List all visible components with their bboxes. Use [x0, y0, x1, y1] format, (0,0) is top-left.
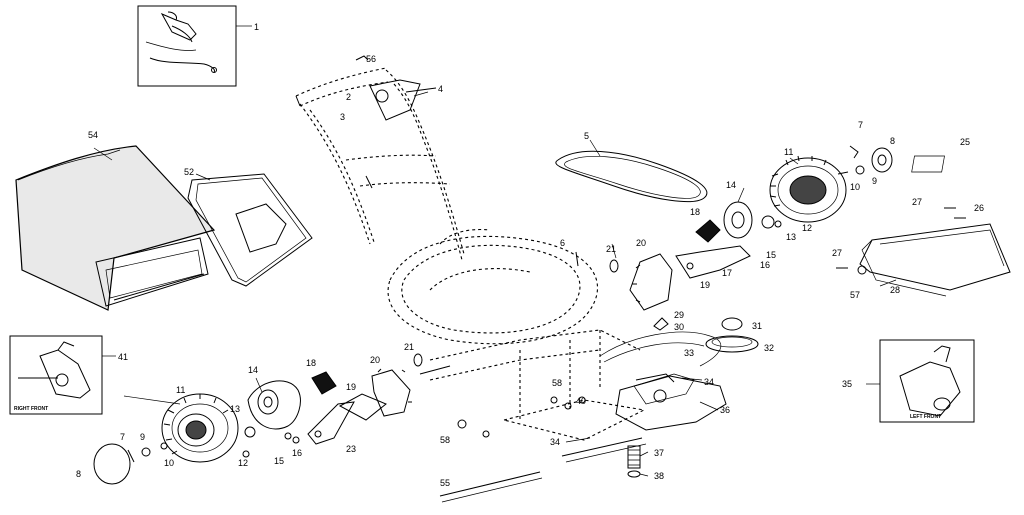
callout-38: 38	[654, 471, 664, 481]
callout-34-lower: 34	[550, 437, 560, 447]
callout-12-right: 12	[802, 223, 812, 233]
callout-21-right: 21	[606, 244, 616, 254]
callout-4: 4	[438, 84, 443, 94]
callout-14-left: 14	[248, 365, 258, 375]
callout-19-right: 19	[700, 280, 710, 290]
left-gear-cover	[242, 380, 301, 458]
callout-57: 57	[850, 290, 860, 300]
callout-27-upper: 27	[912, 197, 922, 207]
callout-18-right: 18	[690, 207, 700, 217]
callout-31: 31	[752, 321, 762, 331]
callout-36: 36	[720, 405, 730, 415]
spring-assembly	[627, 445, 641, 478]
callout-20-left: 20	[370, 355, 380, 365]
callout-17: 17	[722, 268, 732, 278]
callout-15-left: 15	[274, 456, 284, 466]
left-wheel	[161, 393, 239, 463]
callout-23: 23	[346, 444, 356, 454]
grass-bag	[15, 145, 216, 311]
right-hubcap	[837, 145, 893, 175]
callout-8-left: 8	[76, 469, 81, 479]
callout-9-left: 9	[140, 432, 145, 442]
drive-belt	[555, 150, 708, 203]
callout-20-right: 20	[636, 238, 646, 248]
front-rod	[439, 471, 543, 503]
callout-1: 1	[254, 22, 259, 32]
callout-58-upper: 58	[552, 378, 562, 388]
callout-16-left: 16	[292, 448, 302, 458]
inset-left-front: LEFT FRONT	[866, 339, 975, 423]
callout-58-lower: 58	[440, 435, 450, 445]
callout-56: 56	[366, 54, 376, 64]
callout-8-right: 8	[890, 136, 895, 146]
callout-32: 32	[764, 343, 774, 353]
callout-29: 29	[674, 310, 684, 320]
callout-13-right: 13	[786, 232, 796, 242]
callout-21-left: 21	[404, 342, 414, 352]
inset-caption-left-front: LEFT FRONT	[910, 414, 941, 420]
callout-28: 28	[890, 285, 900, 295]
callout-3: 3	[340, 112, 345, 122]
callout-33: 33	[684, 348, 694, 358]
callout-25: 25	[960, 137, 970, 147]
callout-7-left: 7	[120, 432, 125, 442]
right-wheel	[769, 155, 847, 223]
callout-34-upper: 34	[704, 377, 714, 387]
leader-lines	[93, 91, 897, 477]
callout-7-right: 7	[858, 120, 863, 130]
callout-14-right: 14	[726, 180, 736, 190]
bag-frame	[187, 173, 313, 287]
callout-41: 41	[118, 352, 128, 362]
callout-15-right: 15	[766, 250, 776, 260]
rear-baffle	[836, 155, 1011, 297]
axle-frame	[419, 329, 646, 441]
callout-18-left: 18	[306, 358, 316, 368]
callout-9-right: 9	[872, 176, 877, 186]
left-hubcap	[93, 442, 168, 485]
drive-assembly-left	[284, 368, 412, 445]
callout-37: 37	[654, 448, 664, 458]
callout-16-right: 16	[760, 260, 770, 270]
height-knob	[705, 317, 759, 353]
callout-13-left: 13	[230, 404, 240, 414]
hardware-small	[413, 251, 669, 438]
callout-11-right: 11	[784, 147, 793, 157]
callout-35: 35	[842, 379, 852, 389]
control-cable	[599, 331, 722, 367]
inset-cable-lever	[137, 5, 252, 87]
callout-54: 54	[88, 130, 98, 140]
callout-30: 30	[674, 322, 684, 332]
callout-12-left: 12	[238, 458, 248, 468]
right-gear-hub	[723, 201, 782, 239]
callout-26: 26	[974, 203, 984, 213]
drive-pad-right	[695, 219, 721, 243]
drive-bracket-right	[629, 245, 751, 311]
inset-right-front: RIGHT FRONT	[9, 335, 116, 415]
inset-caption-right-front: RIGHT FRONT	[14, 406, 48, 412]
transmission	[561, 373, 727, 463]
callout-27-lower: 27	[832, 248, 842, 258]
callout-19-left: 19	[346, 382, 356, 392]
mower-deck	[387, 228, 599, 345]
handle-assembly	[295, 55, 465, 261]
callout-10-left: 10	[164, 458, 174, 468]
callout-40: 40	[576, 396, 586, 406]
callout-labels: 1 2 3 4 5 6 7 7 8 8 9 9 10 10 11 11 12 1…	[76, 22, 984, 488]
callout-55: 55	[440, 478, 450, 488]
callout-11-left: 11	[176, 385, 185, 395]
callout-10-right: 10	[850, 182, 860, 192]
callout-5: 5	[584, 131, 589, 141]
callout-2: 2	[346, 92, 351, 102]
callout-6: 6	[560, 238, 565, 248]
callout-52: 52	[184, 167, 194, 177]
